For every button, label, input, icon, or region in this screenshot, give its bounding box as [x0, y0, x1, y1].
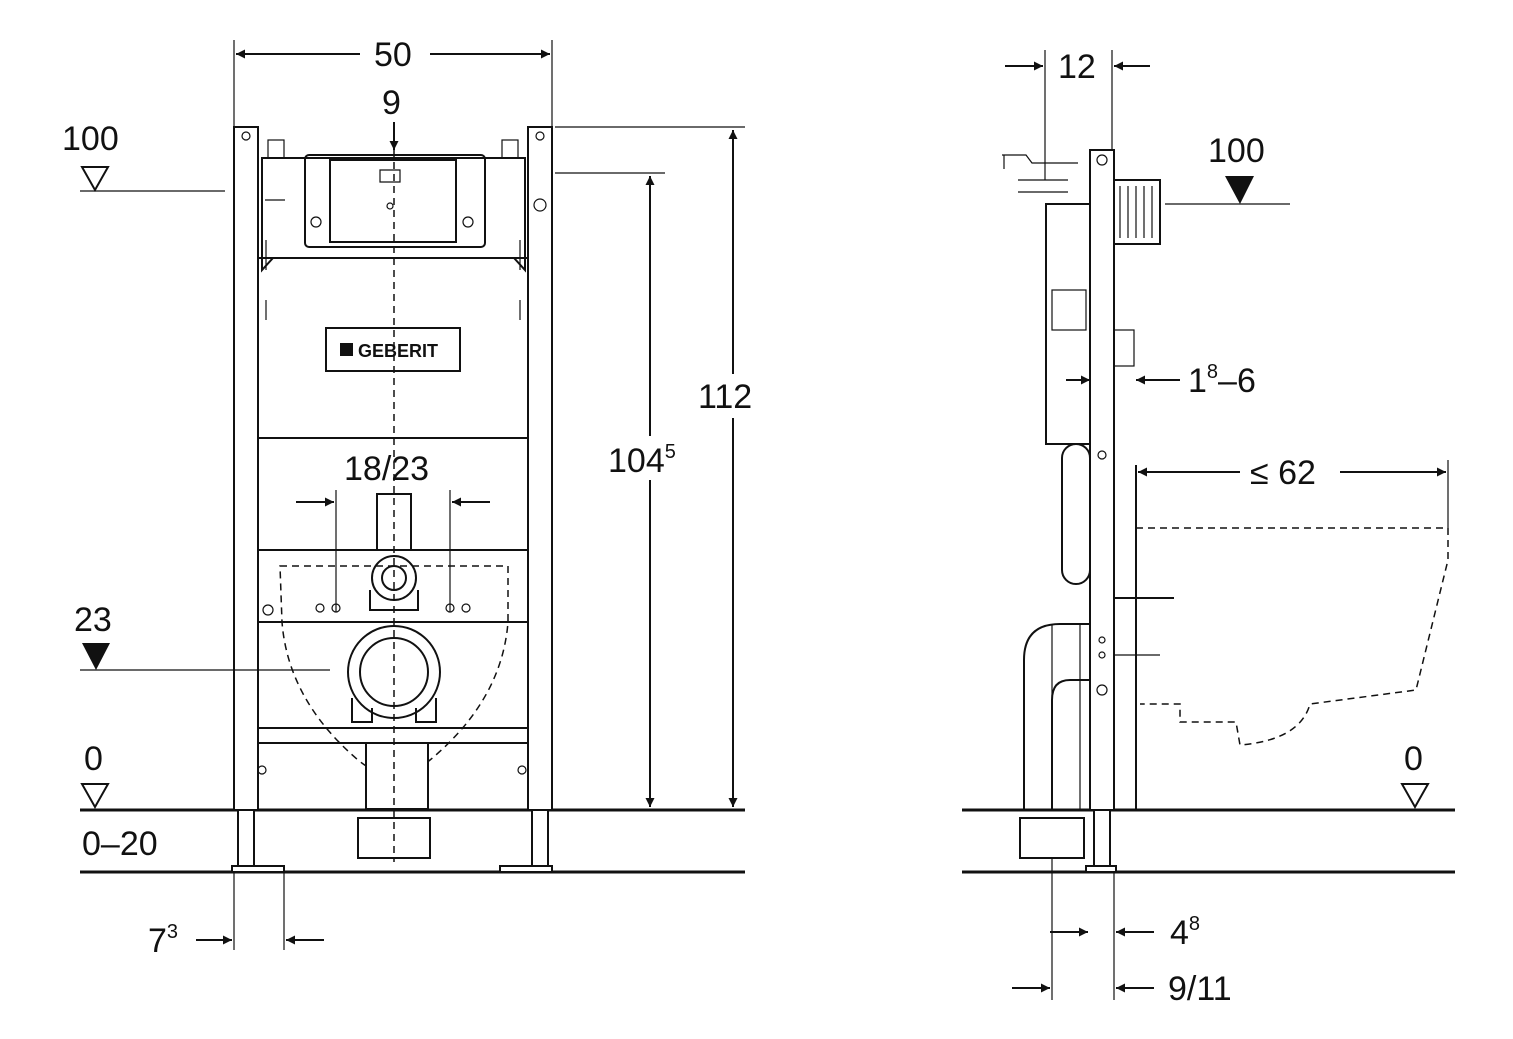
supply-connection — [262, 555, 471, 616]
supply-spacing-dimension: 18/23 — [344, 450, 429, 488]
pipe-offset-dimension: 48 — [1170, 913, 1200, 952]
svg-text:0: 0 — [1404, 740, 1423, 778]
level-0-marker-side: 0 — [1400, 740, 1430, 810]
geberit-logo: GEBERIT — [325, 327, 461, 372]
svg-text:23: 23 — [74, 601, 112, 639]
level-100-marker-side: 100 — [1165, 132, 1290, 205]
floor-range-dimension: 0–20 — [82, 825, 158, 863]
svg-text:100: 100 — [1208, 132, 1265, 170]
pipe-offset-2-dimension: 9/11 — [1168, 970, 1232, 1008]
cistern-side — [1002, 154, 1161, 445]
width-dimension: 50 — [374, 36, 412, 74]
depth-12-dimension: 12 — [1058, 48, 1096, 86]
bowl-length-dimension: ≤ 62 — [1250, 454, 1316, 492]
wall-gap-dimension: 18–6 — [1188, 361, 1256, 400]
frame-left-post — [231, 126, 285, 873]
side-frame-post — [1085, 149, 1117, 873]
level-23-marker: 23 — [74, 601, 330, 671]
waste-elbow — [1019, 623, 1090, 859]
level-100-marker-front: 100 — [62, 120, 225, 193]
level-0-marker-front: 0 — [80, 740, 110, 810]
frame-right-post — [499, 126, 553, 873]
flush-offset-dimension: 9 — [382, 84, 401, 122]
cistern — [257, 139, 547, 439]
foot-width-dimension: 73 — [148, 921, 178, 960]
side-flush-pipe — [1061, 443, 1091, 585]
front-view: GEBERIT — [62, 36, 768, 960]
height-112-dimension: 112 — [698, 378, 752, 416]
bowl-outline-side — [1136, 527, 1449, 746]
side-view: 12 100 18–6 ≤ 62 0 48 9/11 — [962, 48, 1455, 1008]
logo-text: GEBERIT — [358, 341, 438, 361]
svg-text:100: 100 — [62, 120, 119, 158]
svg-text:0: 0 — [84, 740, 103, 778]
height-1045-dimension: 1045 — [608, 441, 676, 480]
